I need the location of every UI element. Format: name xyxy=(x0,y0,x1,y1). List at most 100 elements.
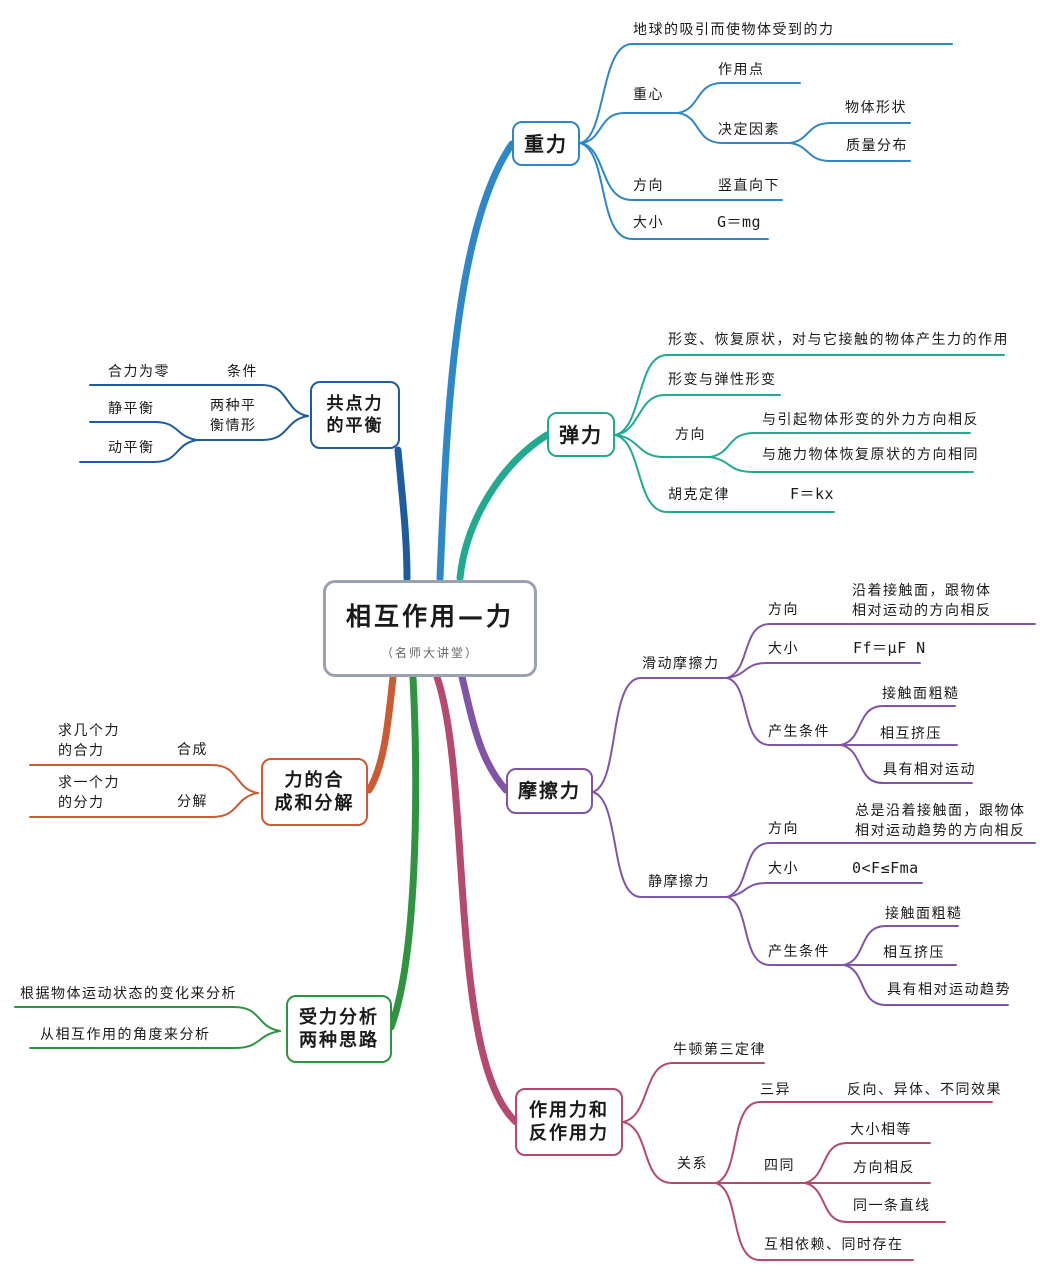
four-sames-opposite-direction[interactable]: 方向相反 xyxy=(853,1160,915,1176)
static-friction-label[interactable]: 静摩擦力 xyxy=(648,874,710,890)
sliding-condition-rough[interactable]: 接触面粗糙 xyxy=(882,686,960,702)
balance-cases-line2: 衡情形 xyxy=(210,418,257,434)
static-condition-press[interactable]: 相互挤压 xyxy=(883,945,945,961)
gravity-direction-label[interactable]: 方向 xyxy=(633,178,664,194)
balance-condition-value[interactable]: 合力为零 xyxy=(108,364,170,380)
friction-topic-node[interactable]: 摩擦力 xyxy=(506,768,593,814)
elastic-deformation[interactable]: 形变与弹性形变 xyxy=(668,372,777,388)
static-magnitude-label[interactable]: 大小 xyxy=(768,861,799,877)
elastic-direction-opposite[interactable]: 与引起物体形变的外力方向相反 xyxy=(762,412,979,428)
gravity-topic-node[interactable]: 重力 xyxy=(512,121,580,166)
elastic-direction-same[interactable]: 与施力物体恢复原状的方向相同 xyxy=(762,447,979,463)
action-reaction-node[interactable]: 作用力和 反作用力 xyxy=(515,1088,623,1156)
balance-main-curve xyxy=(394,446,411,582)
four-sames-equal-magnitude[interactable]: 大小相等 xyxy=(850,1122,912,1138)
three-differences-label[interactable]: 三异 xyxy=(760,1082,791,1098)
decompose-description[interactable]: 求一个力 的分力 xyxy=(58,773,120,813)
compose-desc-line2: 的合力 xyxy=(58,743,105,759)
hooke-law-label[interactable]: 胡克定律 xyxy=(668,487,730,503)
friction-main-curve xyxy=(458,673,510,794)
sliding-direction-desc[interactable]: 沿着接触面，跟物体 相对运动的方向相反 xyxy=(852,581,992,621)
main-branch-curves xyxy=(365,140,551,1126)
elastic-branch-lines xyxy=(614,354,1005,513)
static-friction-formula[interactable]: 0<F≤Fma xyxy=(852,859,919,877)
central-topic-title: 相互作用—力 xyxy=(345,601,514,631)
gravity-formula[interactable]: G＝mg xyxy=(717,213,762,231)
concurrent-forces-balance-node[interactable]: 共点力 的平衡 xyxy=(310,381,400,449)
force-analysis-node[interactable]: 受力分析 两种思路 xyxy=(286,995,392,1063)
gravity-definition[interactable]: 地球的吸引而使物体受到的力 xyxy=(633,22,835,38)
reaction-branch-lines xyxy=(622,1062,993,1261)
gravity-direction-value[interactable]: 竖直向下 xyxy=(718,178,780,194)
center-of-gravity-label[interactable]: 重心 xyxy=(633,87,664,103)
sliding-direction-line2: 相对运动的方向相反 xyxy=(852,603,992,619)
static-direction-desc[interactable]: 总是沿着接触面，跟物体 相对运动趋势的方向相反 xyxy=(855,801,1026,841)
elastic-definition[interactable]: 形变、恢复原状，对与它接触的物体产生力的作用 xyxy=(668,332,1009,348)
sliding-friction-formula[interactable]: Ff＝μF N xyxy=(853,639,926,657)
friction-topic-label: 摩擦力 xyxy=(517,779,581,802)
static-condition-tendency[interactable]: 具有相对运动趋势 xyxy=(887,982,1011,998)
central-topic-node[interactable]: 相互作用—力 （名师大讲堂） xyxy=(323,580,537,677)
cog-factors-label[interactable]: 决定因素 xyxy=(718,122,780,138)
cog-point-label[interactable]: 作用点 xyxy=(718,62,765,78)
four-sames-label[interactable]: 四同 xyxy=(764,1158,795,1174)
reaction-label-line2: 反作用力 xyxy=(529,1123,609,1144)
composition-main-curve xyxy=(365,673,397,794)
balance-label-line2: 的平衡 xyxy=(326,416,384,436)
static-condition-rough[interactable]: 接触面粗糙 xyxy=(885,906,963,922)
compose-desc-line1: 求几个力 xyxy=(58,723,120,739)
cog-factor-mass[interactable]: 质量分布 xyxy=(846,138,908,154)
analysis-main-curve xyxy=(387,673,420,1031)
sliding-condition-motion[interactable]: 具有相对运动 xyxy=(883,762,976,778)
balance-cases-label[interactable]: 两种平 衡情形 xyxy=(210,396,257,436)
analysis-label-line2: 两种思路 xyxy=(299,1030,379,1051)
composition-branch-lines xyxy=(29,764,259,818)
balance-condition-label[interactable]: 条件 xyxy=(227,364,258,380)
decompose-label[interactable]: 分解 xyxy=(177,794,208,810)
sliding-direction-line1: 沿着接触面，跟物体 xyxy=(852,583,992,599)
balance-dynamic[interactable]: 动平衡 xyxy=(108,440,155,456)
sliding-conditions-label[interactable]: 产生条件 xyxy=(768,724,830,740)
coexist-label[interactable]: 互相依赖、同时存在 xyxy=(764,1237,904,1253)
reaction-main-curve xyxy=(433,673,520,1126)
balance-static[interactable]: 静平衡 xyxy=(108,401,155,417)
elastic-force-topic-node[interactable]: 弹力 xyxy=(547,412,615,457)
four-sames-same-line[interactable]: 同一条直线 xyxy=(853,1198,931,1214)
elastic-topic-label: 弹力 xyxy=(559,422,603,447)
gravity-branch-lines xyxy=(579,43,953,240)
sliding-direction-label[interactable]: 方向 xyxy=(768,602,799,618)
relation-label[interactable]: 关系 xyxy=(677,1156,708,1172)
compose-description[interactable]: 求几个力 的合力 xyxy=(58,721,120,761)
analysis-by-interaction[interactable]: 从相互作用的角度来分析 xyxy=(40,1027,211,1043)
three-differences-value[interactable]: 反向、异体、不同效果 xyxy=(847,1082,1002,1098)
balance-cases-line1: 两种平 xyxy=(210,398,257,414)
elastic-direction-label[interactable]: 方向 xyxy=(675,427,706,443)
compose-label[interactable]: 合成 xyxy=(177,742,208,758)
friction-branch-lines xyxy=(591,623,1036,1006)
gravity-main-curve xyxy=(436,140,516,582)
balance-label-line1: 共点力 xyxy=(326,393,384,414)
static-conditions-label[interactable]: 产生条件 xyxy=(768,944,830,960)
static-direction-line2: 相对运动趋势的方向相反 xyxy=(855,823,1026,839)
force-composition-node[interactable]: 力的合 成和分解 xyxy=(261,758,368,826)
newton-third-law[interactable]: 牛顿第三定律 xyxy=(673,1042,766,1058)
decompose-desc-line1: 求一个力 xyxy=(58,775,120,791)
analysis-branch-lines xyxy=(14,1006,281,1049)
gravity-magnitude-label[interactable]: 大小 xyxy=(633,215,664,231)
composition-label-line2: 成和分解 xyxy=(274,793,355,814)
sliding-magnitude-label[interactable]: 大小 xyxy=(768,641,799,657)
central-topic-subtitle: （名师大讲堂） xyxy=(380,645,479,660)
static-direction-line1: 总是沿着接触面，跟物体 xyxy=(855,803,1026,819)
cog-factor-shape[interactable]: 物体形状 xyxy=(845,100,907,116)
reaction-label-line1: 作用力和 xyxy=(529,1099,609,1121)
analysis-by-motion[interactable]: 根据物体运动状态的变化来分析 xyxy=(20,986,237,1002)
sliding-friction-label[interactable]: 滑动摩擦力 xyxy=(642,656,720,672)
sliding-condition-press[interactable]: 相互挤压 xyxy=(880,726,942,742)
balance-branch-lines xyxy=(79,384,309,463)
gravity-topic-label: 重力 xyxy=(524,131,568,156)
hooke-formula[interactable]: F＝kx xyxy=(790,485,835,503)
decompose-desc-line2: 的分力 xyxy=(58,795,105,811)
static-direction-label[interactable]: 方向 xyxy=(768,821,799,837)
